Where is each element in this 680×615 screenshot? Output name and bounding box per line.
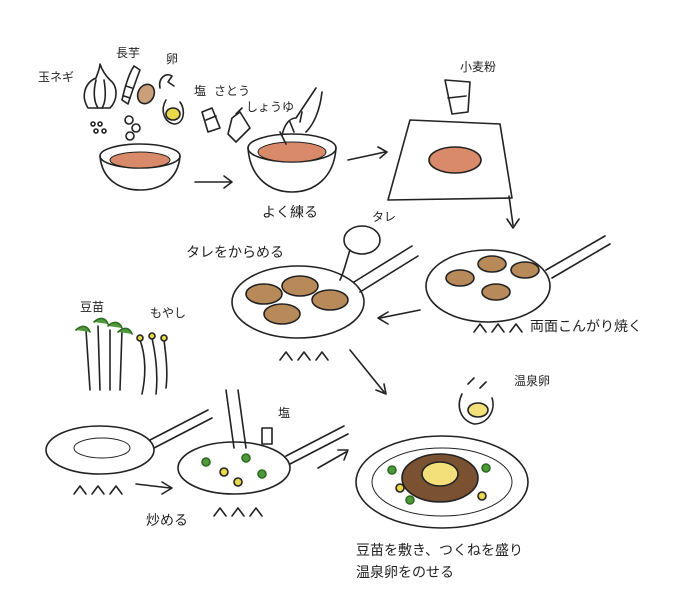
ingredient-egg-label: 卵 [166, 52, 179, 66]
final-plate [355, 435, 529, 529]
empty-pan [45, 409, 213, 475]
ingredient-soy-label: しょうゆ [246, 100, 295, 114]
ingredient-drops [90, 115, 141, 141]
ingredient-yam-label: 長芋 [116, 46, 141, 60]
arrow-1 [194, 175, 233, 189]
step-stir-fry-label: 炒める [146, 513, 188, 529]
yam-icon [121, 65, 141, 105]
arrow-2 [347, 146, 388, 161]
final-caption-line-2: 温泉卵をのせる [356, 565, 454, 581]
arrow-3 [506, 195, 520, 229]
final-step-caption: 豆苗を敷き、つくねを盛り 温泉卵をのせる [356, 540, 523, 584]
onsen-egg-icon [458, 377, 494, 425]
flame-icon [473, 323, 523, 333]
step-sauce-label: タレ [372, 210, 397, 224]
sauce-pot-icon [339, 225, 381, 281]
step-coat-sauce-label: タレをからめる [186, 245, 284, 261]
step-flour-label: 小麦粉 [460, 60, 497, 74]
salt-shaker-icon [201, 107, 221, 133]
grill-pan [425, 235, 611, 323]
pea-sprout-icon [75, 317, 133, 391]
flame-icon [279, 351, 329, 361]
hand-icon [279, 87, 323, 145]
flame-icon [213, 507, 263, 517]
flour-tray [387, 119, 513, 201]
bean-sprouts-label: もやし [150, 306, 187, 320]
arrow-5 [349, 349, 387, 395]
step-grill-label: 両面こんがり焼く [530, 319, 642, 335]
pea-sprouts-label: 豆苗 [80, 300, 105, 314]
kneading-bowl [247, 133, 337, 193]
ingredient-salt-label: 塩 [194, 84, 207, 98]
egg-icon [136, 83, 156, 105]
step-knead-label: よく練る [262, 205, 318, 221]
bean-sprout-icon [136, 332, 168, 395]
arrow-4 [377, 309, 421, 325]
cracked-egg-icon [158, 73, 185, 125]
onsen-egg-label: 温泉卵 [514, 374, 551, 388]
mixing-bowl [99, 143, 181, 191]
onion-icon [83, 63, 117, 109]
flame-icon [73, 485, 123, 495]
ingredient-onion-label: 玉ネギ [38, 70, 75, 84]
coating-pan [231, 245, 419, 339]
step-salt-label: 塩 [278, 406, 291, 420]
arrow-7 [317, 449, 349, 469]
soy-sauce-bottle-icon [227, 107, 251, 143]
final-caption-line-1: 豆苗を敷き、つくねを盛り [356, 543, 524, 559]
stir-fry-pan [177, 389, 349, 495]
flour-box-icon [444, 79, 471, 115]
ingredient-sugar-label: さとう [214, 84, 251, 98]
arrow-6 [135, 481, 173, 495]
